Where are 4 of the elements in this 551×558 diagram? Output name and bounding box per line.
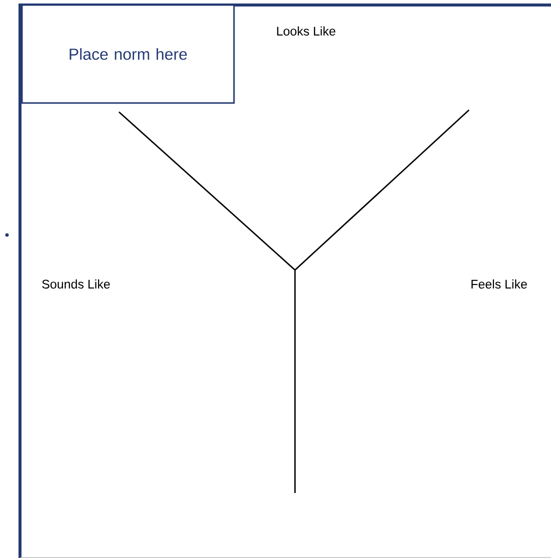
chart-label: Sounds Like (42, 279, 110, 289)
norm-box: Place norm here (21, 4, 235, 104)
chart-label: Looks Like (277, 26, 336, 36)
chart-label: Feels Like (472, 279, 527, 289)
